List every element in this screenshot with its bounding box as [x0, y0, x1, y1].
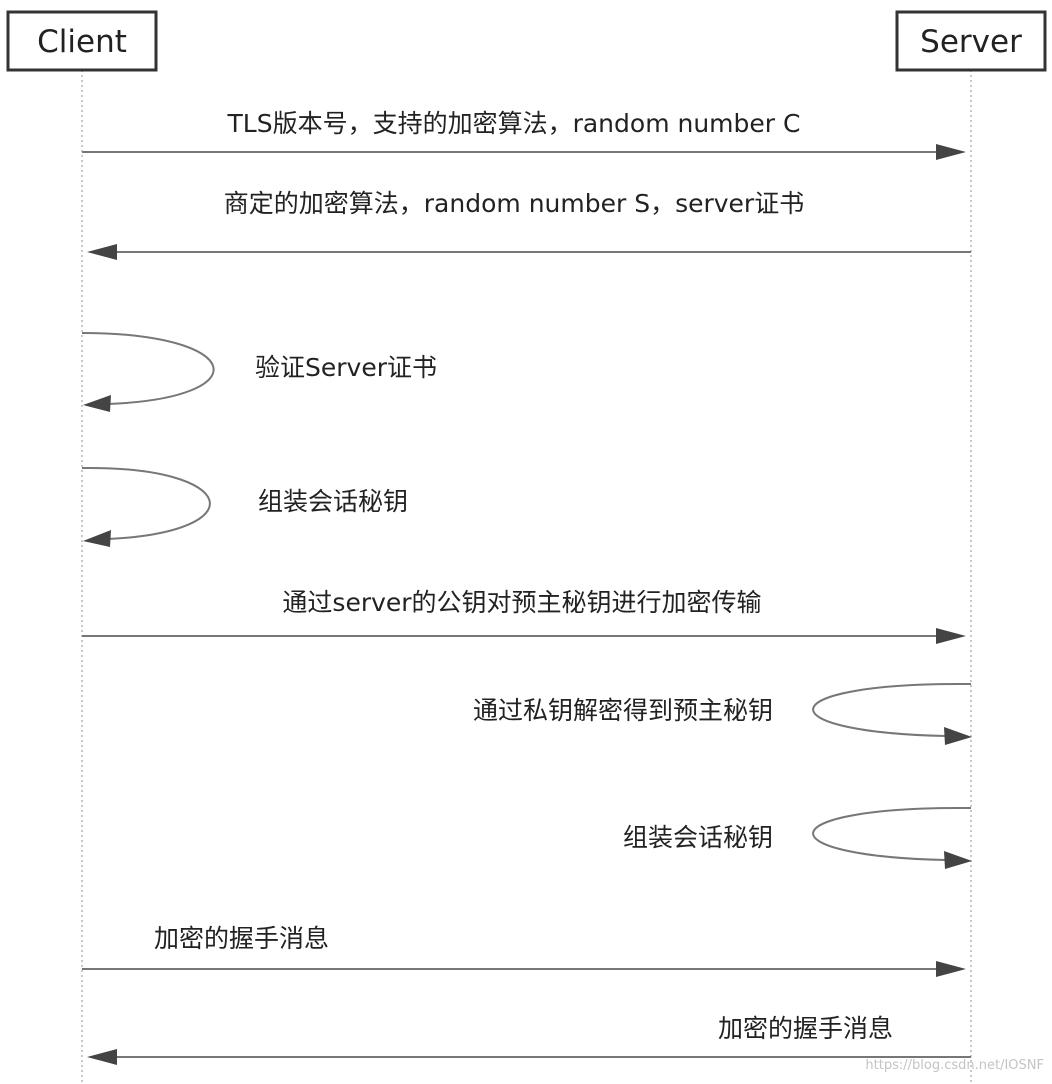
- watermark-text: https://blog.csdn.net/IOSNF: [865, 1058, 1044, 1073]
- message-server-hello: 商定的加密算法，random number S，server证书: [87, 189, 971, 260]
- message-server-finished: 加密的握手消息: [87, 1014, 971, 1065]
- server-actor: Server: [895, 10, 1047, 72]
- message-label: 组装会话秘钥: [623, 823, 773, 852]
- server-actor-label: Server: [920, 24, 1022, 60]
- self-loop-curve: [81, 332, 215, 405]
- arrow-head-left-icon: [83, 395, 111, 412]
- self-message-verify-cert: 验证Server证书: [81, 332, 437, 412]
- message-label: TLS版本号，支持的加密算法，random number C: [227, 109, 801, 138]
- server-actor-box: [895, 10, 1047, 72]
- self-loop-curve: [81, 466, 211, 540]
- message-label: 通过server的公钥对预主秘钥进行加密传输: [282, 588, 761, 617]
- message-client-hello: TLS版本号，支持的加密算法，random number C: [82, 109, 966, 160]
- arrow-head-left-icon: [87, 1049, 117, 1065]
- self-message-server-session-key: 组装会话秘钥: [623, 806, 972, 869]
- self-message-decrypt-premaster: 通过私钥解密得到预主秘钥: [473, 682, 972, 745]
- message-client-finished: 加密的握手消息: [82, 924, 966, 977]
- message-premaster-encrypted: 通过server的公钥对预主秘钥进行加密传输: [82, 588, 966, 644]
- arrow-head-right-icon: [944, 851, 972, 869]
- arrow-head-right-icon: [936, 961, 966, 977]
- message-label: 加密的握手消息: [718, 1014, 893, 1043]
- message-label: 通过私钥解密得到预主秘钥: [473, 696, 773, 725]
- client-actor: Client: [6, 10, 158, 72]
- message-label: 商定的加密算法，random number S，server证书: [224, 189, 804, 218]
- arrow-head-left-icon: [83, 530, 111, 547]
- arrow-head-right-icon: [944, 727, 972, 745]
- client-actor-label: Client: [37, 24, 127, 60]
- self-message-client-session-key: 组装会话秘钥: [81, 466, 408, 547]
- arrow-head-right-icon: [936, 144, 966, 160]
- message-label: 组装会话秘钥: [258, 487, 408, 516]
- message-label: 加密的握手消息: [154, 924, 329, 953]
- arrow-head-right-icon: [936, 628, 966, 644]
- client-actor-box: [6, 10, 158, 72]
- arrow-head-left-icon: [87, 244, 117, 260]
- message-label: 验证Server证书: [255, 353, 437, 382]
- self-loop-curve: [812, 682, 972, 737]
- self-loop-curve: [812, 806, 972, 861]
